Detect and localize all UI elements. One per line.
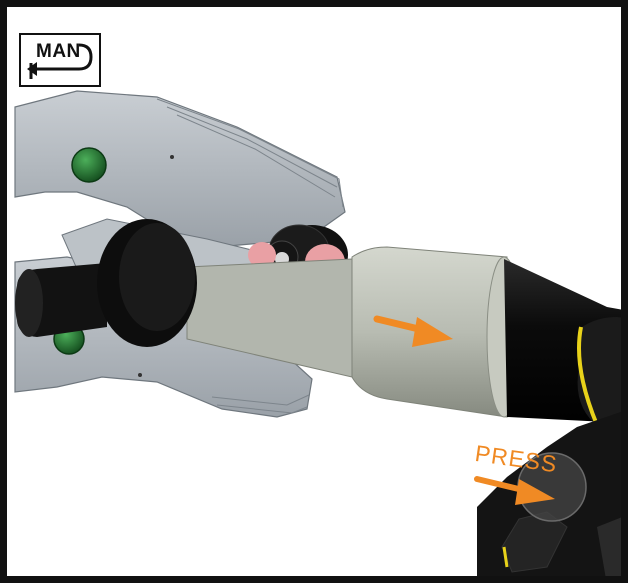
crimping-tool-scene (7, 7, 628, 583)
green-pin-upper (72, 148, 106, 182)
tool-housing (477, 407, 628, 583)
tool-shaft (504, 259, 628, 427)
upper-jaw (15, 91, 345, 247)
manual-mode-badge: MAN (19, 33, 101, 87)
return-arrow-icon (21, 35, 99, 85)
